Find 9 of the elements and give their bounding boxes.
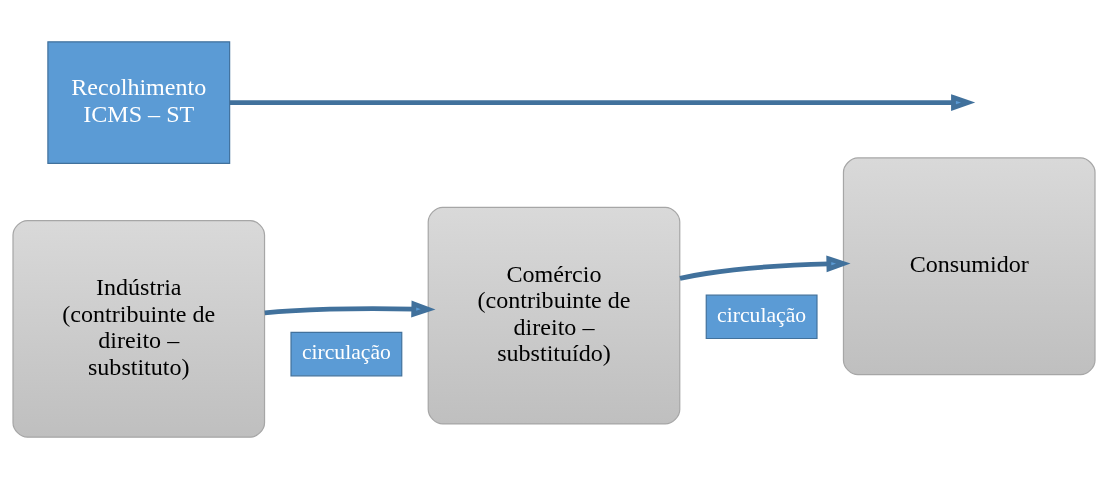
arrow [264,300,436,318]
node-box: circulação [290,331,403,377]
arrow [679,255,851,281]
arrow [229,94,976,112]
node-box: Indústria (contribuinte de direito – substituto) [12,219,266,438]
node-box: Comércio (contribuinte de direito – substituído) [427,206,681,425]
node-box: Consumidor [842,157,1096,376]
node-box: Recolhimento ICMS – ST [47,41,231,164]
node-box: circulação [705,294,818,340]
